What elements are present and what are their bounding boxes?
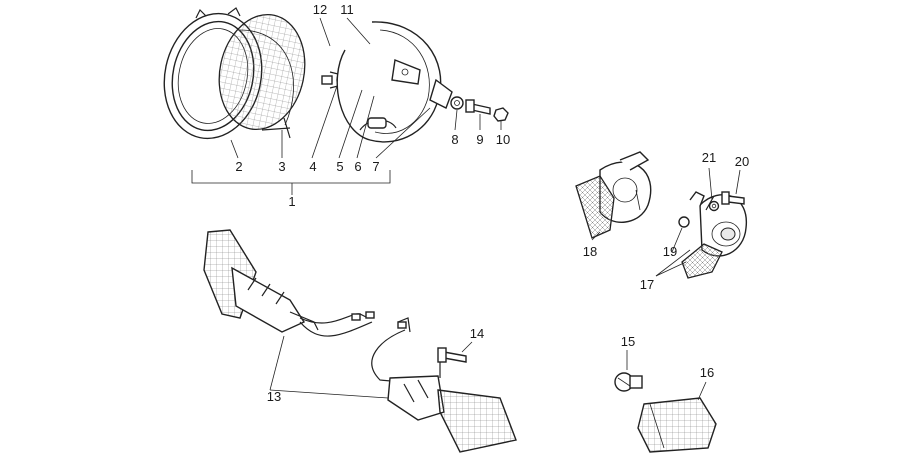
signal-bulb (614, 372, 643, 392)
callout-12: 12 (313, 2, 327, 17)
callout-11: 11 (340, 2, 354, 17)
callout-6: 6 (354, 159, 361, 174)
turn-signal-rear (371, 317, 517, 453)
callout-10: 10 (496, 132, 510, 147)
headlamp-lens (218, 13, 306, 139)
callout-16: 16 (700, 365, 714, 380)
horn-nut (678, 216, 690, 228)
headlamp-shell (336, 21, 453, 143)
mounting-nut (493, 107, 509, 122)
callout-13: 13 (267, 389, 281, 404)
callout-4: 4 (309, 159, 316, 174)
horn-bolt (721, 191, 745, 205)
callout-17: 17 (640, 277, 654, 292)
callout-5: 5 (336, 159, 343, 174)
callout-1: 1 (288, 194, 295, 209)
turn-signal-front (203, 229, 375, 337)
horn-right (681, 191, 747, 279)
callout-7: 7 (372, 159, 379, 174)
callout-20: 20 (735, 154, 749, 169)
horn-left (575, 151, 652, 239)
signal-lens (637, 397, 717, 453)
callout-3: 3 (278, 159, 285, 174)
callout-18: 18 (583, 244, 597, 259)
horn-washer (708, 200, 720, 212)
mounting-washer (450, 96, 464, 110)
callout-19: 19 (663, 244, 677, 259)
callout-2: 2 (235, 159, 242, 174)
callout-14: 14 (470, 326, 484, 341)
signal-screw (437, 347, 467, 363)
mounting-bolt (465, 99, 491, 115)
callout-9: 9 (476, 132, 483, 147)
callout-8: 8 (451, 132, 458, 147)
callout-21: 21 (702, 150, 716, 165)
callout-15: 15 (621, 334, 635, 349)
